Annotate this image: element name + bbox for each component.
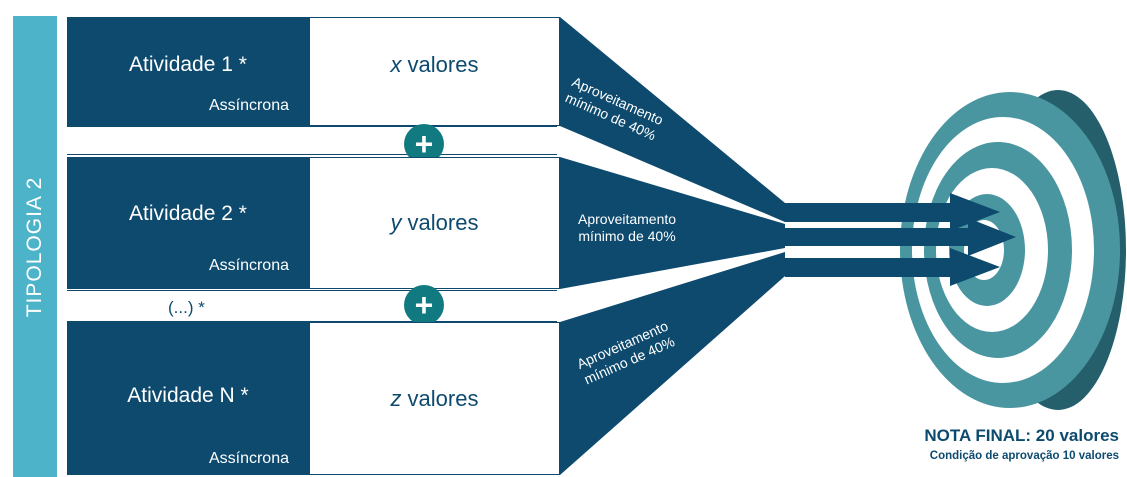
funnel-middle-line2: mínimo de 40% xyxy=(578,228,676,244)
activity-1-subtitle: Assíncrona xyxy=(208,97,289,114)
arrow-middle xyxy=(785,218,1016,256)
activity-n-var: z xyxy=(390,385,402,411)
activity-2-var: y xyxy=(390,210,402,235)
funnel-middle-label: Aproveitamento mínimo de 40% xyxy=(578,211,676,245)
activity-2-box: Atividade 2 * Assíncrona xyxy=(67,157,309,289)
activity-n-subtitle: Assíncrona xyxy=(208,450,289,467)
final-grade-title: NOTA FINAL: 20 valores xyxy=(924,426,1119,445)
activity-1-box: Atividade 1 * Assíncrona xyxy=(67,17,309,126)
arrow-bottom xyxy=(785,248,1000,286)
connector-strip-1 xyxy=(67,126,557,155)
final-grade-subtitle: Condição de aprovação 10 valores xyxy=(929,450,1119,462)
arrow-top xyxy=(785,193,1000,231)
sidebar-tipologia: TIPOLOGIA 2 xyxy=(13,16,57,477)
activity-2-title: Atividade 2 * xyxy=(129,202,247,225)
activity-n-box: Atividade N * Assíncrona xyxy=(67,322,309,475)
activity-n-title: Atividade N * xyxy=(127,384,249,407)
activity-2-subtitle: Assíncrona xyxy=(208,257,289,274)
plus-icon: + xyxy=(404,285,444,325)
funnel-middle-line1: Aproveitamento xyxy=(578,211,677,227)
activity-2-value: y valores xyxy=(309,157,560,289)
activity-1-value: x valores xyxy=(309,17,560,126)
connector-strip-2 xyxy=(67,290,557,322)
target-icon xyxy=(900,90,1126,410)
funnel-bottom xyxy=(560,252,785,475)
activity-n-value: z valores xyxy=(309,322,560,475)
ellipsis-label: (...) * xyxy=(168,298,205,317)
funnel-middle xyxy=(560,157,785,289)
activity-1-title: Atividade 1 * xyxy=(129,53,247,76)
activity-n-unit: valores xyxy=(407,385,479,411)
activity-2-unit: valores xyxy=(407,210,479,235)
sidebar-label: TIPOLOGIA 2 xyxy=(23,176,46,317)
activity-1-unit: valores xyxy=(407,52,479,77)
activity-1-var: x xyxy=(390,52,402,77)
funnel-top xyxy=(560,17,785,222)
